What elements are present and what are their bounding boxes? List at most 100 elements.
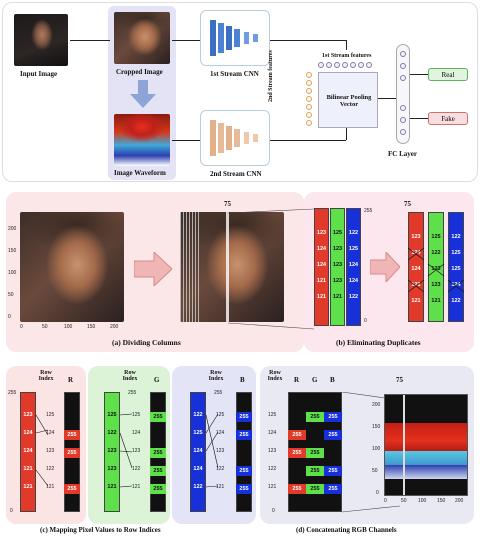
c-blue-idx: 121 (216, 484, 225, 490)
c-red-val: 124 (23, 430, 33, 436)
b-right-red: 121 (411, 298, 421, 304)
c-green-val: 125 (107, 412, 117, 418)
c-blue-idx: 122 (216, 466, 225, 472)
c-green-val: 122 (107, 430, 117, 436)
b-right-green: 121 (431, 298, 441, 304)
a-ytick: 150 (8, 248, 17, 254)
a-xtick: 50 (42, 324, 48, 330)
input-image (14, 14, 68, 66)
c-blue-idx: 124 (216, 430, 225, 436)
d-waveform-plot (384, 394, 468, 496)
d-b-cell: 255 (324, 484, 342, 494)
d-ytick: 150 (372, 424, 381, 430)
c-green-mapped: 255 (150, 466, 166, 476)
c-red-val: 123 (23, 412, 33, 418)
c-blue-b-label: B (240, 376, 245, 384)
c-red-column (20, 392, 36, 512)
c-red-val: 121 (23, 466, 33, 472)
c-blue-idx: 125 (216, 412, 225, 418)
d-xtick: 100 (418, 498, 427, 504)
connector-cnn1 (270, 40, 346, 41)
c-red-val: 124 (23, 448, 33, 454)
c-green-idx: 121 (132, 484, 141, 490)
b-right-green: 123 (431, 282, 441, 288)
d-xtick: 200 (455, 498, 464, 504)
c-blue-column (190, 392, 206, 512)
a-face-image (20, 212, 124, 322)
b-right-blue: 124 (451, 282, 461, 288)
d-row-index-label: Row Index (267, 370, 283, 382)
fc-label: FC Layer (388, 150, 417, 158)
b-right-blue: 122 (451, 234, 461, 240)
fake-output: Fake (428, 112, 468, 125)
c-green-val: 123 (107, 448, 117, 454)
c-red-scale-top: 255 (8, 390, 17, 396)
d-ytick: 50 (372, 468, 378, 474)
cropped-image (114, 12, 170, 64)
d-ytick: 100 (372, 446, 381, 452)
c-blue-val: 125 (193, 430, 203, 436)
right-arrow-icon (370, 252, 400, 282)
bilinear-label: Bilinear Pooling Vector (326, 94, 372, 108)
c-blue-mapped: 255 (236, 466, 252, 476)
waveform-label: Image Waveform (114, 169, 166, 177)
c-green-column (104, 392, 120, 512)
a-xtick: 0 (20, 324, 23, 330)
b-right-red: 121 (411, 282, 421, 288)
d-column-marker: 75 (396, 376, 403, 384)
column-lines (180, 212, 200, 322)
c-green-val: 123 (107, 466, 117, 472)
b-left-columns (314, 208, 362, 326)
d-scale-bottom: 0 (272, 508, 275, 514)
waveform-image (114, 114, 170, 166)
a-ytick: 100 (8, 270, 17, 276)
a-xtick: 200 (110, 324, 119, 330)
stream1-features-label: 1st Stream features (322, 53, 372, 59)
stream2-features-vector (306, 72, 314, 132)
c-red-mapped: 255 (64, 448, 80, 458)
c-green-row-index-label: Row Index (122, 370, 138, 382)
d-idx: 121 (268, 484, 277, 490)
c-green-g-label: G (154, 376, 160, 384)
c-blue-mapped: 255 (236, 430, 252, 440)
arrow-bilinear-fc (378, 98, 396, 99)
b-left-green: 125 (332, 230, 343, 236)
b-right-column-marker: 75 (404, 200, 411, 208)
connector-cnn2 (270, 140, 346, 141)
d-xtick: 0 (384, 498, 387, 504)
c-blue-val: 122 (193, 412, 203, 418)
arrow-input-cropped (70, 40, 110, 41)
a-ytick: 50 (8, 292, 14, 298)
cnn2-icon (210, 120, 258, 156)
right-arrow-icon (134, 252, 172, 286)
c-red-idx: 125 (46, 412, 55, 418)
c-green-mapped: 255 (150, 484, 166, 494)
caption-c: (c) Mapping Pixel Values to Row Indices (40, 526, 161, 534)
c-red-scale-bottom: 0 (10, 508, 13, 514)
b-scale-top: 255 (364, 208, 373, 214)
b-left-green: 121 (332, 294, 343, 300)
arrow-cropped-cnn1 (172, 40, 200, 41)
stream2-features-label: 2nd Stream features (268, 50, 274, 102)
c-blue-mapped: 255 (236, 484, 252, 494)
arrow-fc-real (410, 74, 428, 75)
caption-b: (b) Eliminating Duplicates (336, 338, 421, 347)
b-left-red: 123 (316, 230, 327, 236)
duplicate-x-marks (407, 247, 465, 293)
b-scale-bottom: 0 (364, 318, 367, 324)
d-r-label: R (294, 376, 300, 384)
b-left-blue: 125 (348, 246, 359, 252)
a-xtick: 100 (64, 324, 73, 330)
b-right-red: 123 (411, 234, 421, 240)
connector-cnn1-down (346, 40, 347, 50)
c-red-r-label: R (68, 376, 74, 384)
d-idx: 122 (268, 466, 277, 472)
c-blue-val: 122 (193, 484, 203, 490)
mapping-arrows (35, 413, 219, 488)
d-ytick: 0 (376, 490, 379, 496)
c-blue-val: 124 (193, 448, 203, 454)
c-blue-scale-top: 255 (214, 390, 223, 396)
a-ytick: 200 (8, 226, 17, 232)
d-r-cell: 255 (288, 430, 306, 440)
b-left-red: 124 (316, 246, 327, 252)
